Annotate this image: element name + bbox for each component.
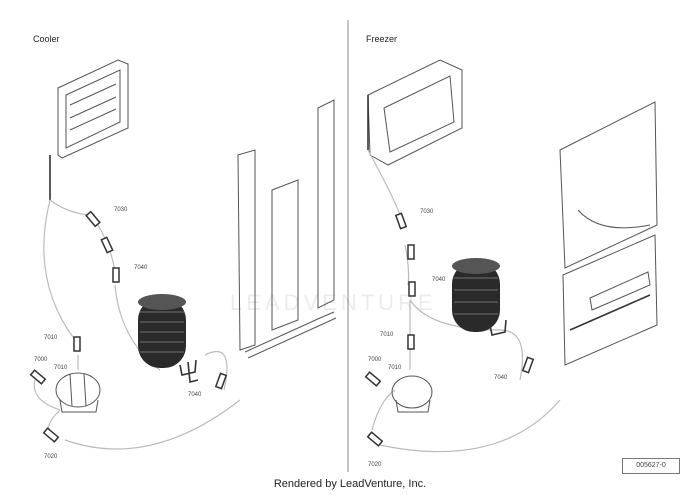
- callout-7030: 7030: [114, 207, 128, 213]
- section-title-cooler: Cooler: [33, 34, 60, 44]
- callouts-freezer: 7030 7040 7010 7000 7010 7040 7020: [368, 209, 508, 468]
- callout-7000: 7000: [34, 357, 48, 363]
- freezer-section: Freezer: [364, 34, 658, 468]
- freezer-evaporator: [367, 59, 463, 166]
- callout-7000: 7000: [368, 357, 382, 363]
- evaporator-panel: [49, 59, 129, 200]
- callout-7010: 7010: [380, 332, 394, 338]
- callout-7020: 7020: [44, 454, 58, 460]
- watermark: LEADVENTURE: [230, 290, 437, 315]
- callouts-cooler: 7030 7040 7010 7000 7010 7040 7020: [34, 207, 202, 460]
- cooler-section: Cooler: [29, 34, 337, 460]
- footer-credit: Rendered by LeadVenture, Inc.: [273, 478, 427, 490]
- freezer-compressor: [391, 375, 433, 413]
- diagram-id-box: 005627-0: [622, 458, 680, 474]
- hose-clamps: [29, 210, 228, 443]
- callout-7010: 7010: [388, 365, 402, 371]
- callout-7040: 7040: [134, 265, 148, 271]
- callout-7040: 7040: [432, 277, 446, 283]
- condenser-rails: [237, 99, 337, 359]
- callout-7040: 7040: [188, 392, 202, 398]
- callout-7030: 7030: [420, 209, 434, 215]
- freezer-condenser-coil: [452, 258, 507, 336]
- callout-7010: 7010: [54, 365, 68, 371]
- freezer-hose-clamps: [364, 212, 535, 447]
- section-title-freezer: Freezer: [366, 34, 397, 44]
- cabinet-back-panel: [559, 101, 658, 366]
- callout-7010: 7010: [44, 335, 58, 341]
- condenser-coil: [138, 294, 199, 384]
- compressor: [55, 372, 101, 413]
- callout-7040: 7040: [494, 375, 508, 381]
- callout-7020: 7020: [368, 462, 382, 468]
